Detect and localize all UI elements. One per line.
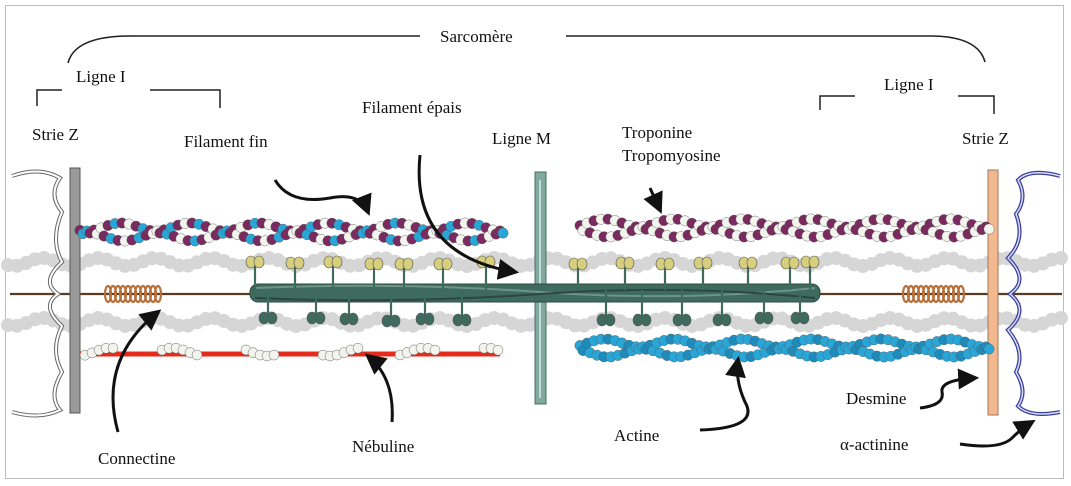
arrow-desmine [920,378,975,408]
thin-filament-bead [984,224,994,234]
label-ligne-i-left: Ligne I [76,68,126,85]
label-alpha-actinine: α-actinine [840,436,908,453]
z-disc-right [988,170,1060,415]
actin-bead [984,344,994,354]
label-tropomyosine: Tropomyosine [622,147,721,164]
nebulin-bead [353,343,363,353]
arrow-troponine [650,188,660,210]
nebulin-bead [269,350,279,360]
label-connectine: Connectine [98,450,175,467]
thick-filament [250,284,820,302]
ligne-i-left-bracket [37,90,220,108]
thin-filament-bead [498,228,508,238]
nebulin-bead [493,345,503,355]
label-troponine: Troponine [622,124,692,141]
nebulin-bead [430,345,440,355]
arrow-nebuline [368,356,392,422]
label-sarcomere: Sarcomère [440,28,513,45]
sarcomere-brace [68,36,985,63]
ligne-i-right-bracket [820,96,994,114]
label-actine: Actine [614,427,659,444]
label-ligne-m: Ligne M [492,130,551,147]
shadow-bead [1054,251,1068,265]
label-filament-epais: Filament épais [362,99,462,116]
label-strie-z-right: Strie Z [962,130,1009,147]
nebulin-bead [192,350,202,360]
label-nebuline: Nébuline [352,438,414,455]
label-filament-fin: Filament fin [184,133,268,150]
nebulin-bead [108,343,118,353]
arrow-alpha-actinine [960,422,1032,446]
arrow-actine [700,360,748,430]
shadow-bead [1054,311,1068,325]
label-desmine: Desmine [846,390,906,407]
label-strie-z-left: Strie Z [32,126,79,143]
label-ligne-i-right: Ligne I [884,76,934,93]
arrow-filament-fin [275,180,368,212]
z-disc-left [12,168,80,416]
